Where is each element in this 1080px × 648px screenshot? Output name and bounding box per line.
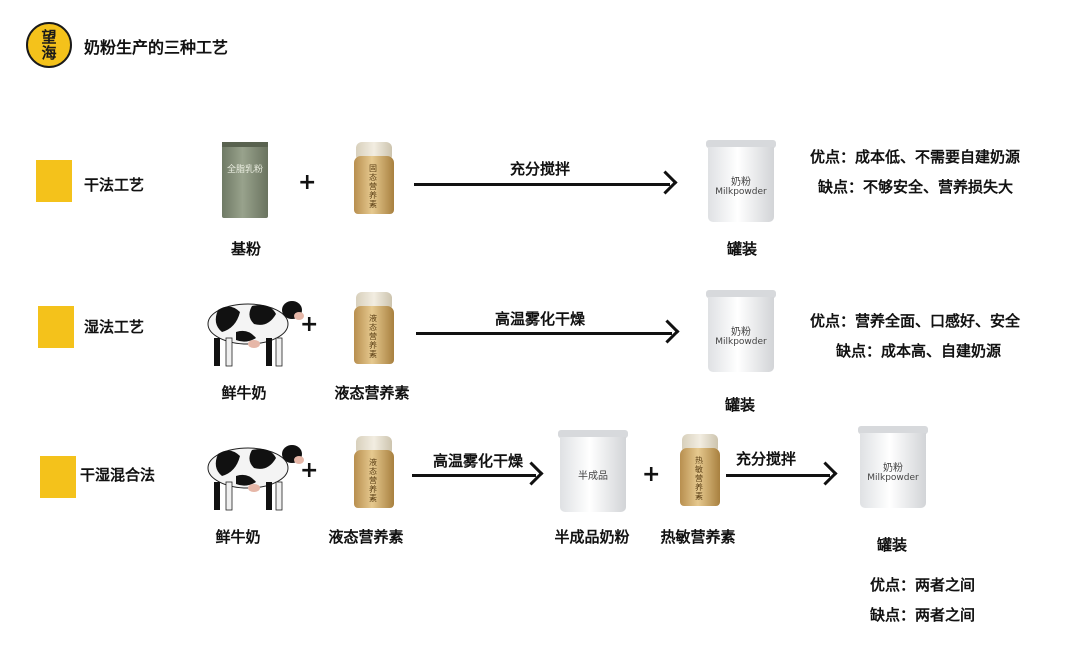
can-text-line2: Milkpowder [867,473,919,483]
row3-process-name: 干湿混合法 [80,466,156,484]
row3-pros: 优点：两者之间 [870,576,976,594]
row3-semi-label: 半成品奶粉 [554,528,630,546]
milk-powder-can-icon: 奶粉 Milkpowder [706,140,776,222]
row2-marker [38,306,74,348]
row3-plus2: + [642,462,661,487]
row2-arrow [416,332,672,335]
row3-arrow-label: 高温雾化干燥 [432,452,524,470]
logo: 望 海 [26,22,72,68]
row1-result-label: 罐装 [726,240,758,258]
row2-plus: + [300,312,319,337]
row2-milk-label: 鲜牛奶 [221,384,267,402]
row2-nutrient-label: 液态营养素 [334,384,410,402]
can-text-line1: 奶粉 [731,327,751,338]
row1-cons: 缺点：不够安全、营养损失大 [818,178,1014,196]
row1-pros: 优点：成本低、不需要自建奶源 [810,148,1021,166]
row2-arrow-label: 高温雾化干燥 [494,310,586,328]
bottle-text: 液态营养素 [369,458,377,503]
page-title: 奶粉生产的三种工艺 [84,38,229,57]
semi-product-can-icon: 半成品 [558,430,628,512]
semi-can-text: 半成品 [578,471,608,482]
nutrient-bottle-icon: 液态营养素 [354,436,394,508]
bottle-text: 热敏营养素 [695,456,703,501]
row3-plus1: + [300,458,319,483]
powder-bag-icon: 全脂乳粉 [222,142,268,218]
cow-icon [207,301,304,367]
bottle-text: 液态营养素 [369,314,377,359]
row2-process-name: 湿法工艺 [84,318,145,336]
can-text-line1: 奶粉 [731,177,751,188]
row3-arrow2-label: 充分搅拌 [735,450,797,468]
milk-powder-can-icon: 奶粉 Milkpowder [858,426,928,508]
row3-nutrient-label: 液态营养素 [328,528,404,546]
row3-result-label: 罐装 [876,536,908,554]
can-text-line2: Milkpowder [715,337,767,347]
nutrient-bottle-icon: 热敏营养素 [680,434,720,506]
can-text-line1: 奶粉 [883,463,903,474]
row2-result-label: 罐装 [724,396,756,414]
row3-milk-label: 鲜牛奶 [215,528,261,546]
bag-text: 全脂乳粉 [226,165,263,175]
nutrient-bottle-icon: 固态营养素 [354,142,394,214]
row3-cons: 缺点：两者之间 [870,606,976,624]
row1-plus: + [298,170,317,195]
bottle-text: 固态营养素 [369,164,377,209]
row1-arrow [414,183,670,186]
nutrient-bottle-icon: 液态营养素 [354,292,394,364]
row3-heat-label: 热敏营养素 [660,528,736,546]
milk-powder-can-icon: 奶粉 Milkpowder [706,290,776,372]
row3-arrow2 [726,474,830,477]
can-text-line2: Milkpowder [715,187,767,197]
row2-pros: 优点：营养全面、口感好、安全 [810,312,1021,330]
row1-marker [36,160,72,202]
row1-base-label: 基粉 [230,240,262,258]
row3-marker [40,456,76,498]
cow-icon [207,445,304,511]
row1-arrow-label: 充分搅拌 [509,160,571,178]
row1-process-name: 干法工艺 [84,176,145,194]
row3-arrow1 [412,474,536,477]
row2-cons: 缺点：成本高、自建奶源 [836,342,1002,360]
logo-line2: 海 [41,44,57,62]
logo-line1: 望 [41,28,57,46]
